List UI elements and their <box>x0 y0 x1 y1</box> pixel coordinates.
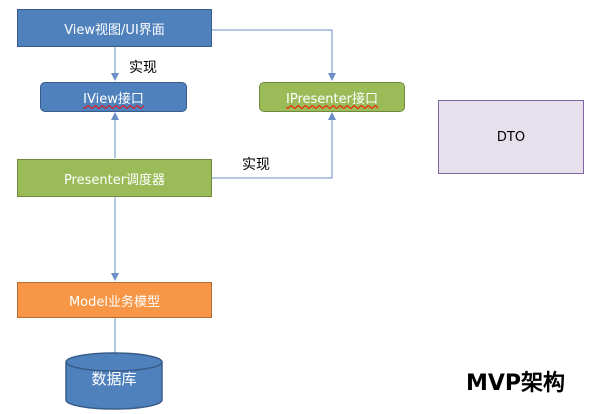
view-node: View视图/UI界面 <box>17 9 212 47</box>
iview-node-label: IView接口 <box>83 91 144 107</box>
ipresenter-node-label: IPresenter接口 <box>286 91 378 107</box>
dto-node-label: DTO <box>496 129 526 145</box>
iview-node: IView接口 <box>40 82 187 112</box>
model-node: Model业务模型 <box>17 282 212 318</box>
implements-label-1: 实现 <box>129 60 157 76</box>
view-node-label: View视图/UI界面 <box>64 22 165 38</box>
connector-view-ipresenter <box>212 29 336 81</box>
database-cylinder-top <box>65 352 163 372</box>
model-node-label: Model业务模型 <box>68 294 161 310</box>
diagram-title: MVP架构 <box>466 371 566 396</box>
presenter-node: Presenter调度器 <box>17 159 212 197</box>
implements-label-2: 实现 <box>242 157 270 173</box>
dto-node: DTO <box>438 100 584 174</box>
database-node-label: 数据库 <box>91 370 137 388</box>
connector-presenter-ipresenter <box>212 112 336 179</box>
database-cylinder-body <box>65 362 163 410</box>
ipresenter-node: IPresenter接口 <box>259 82 405 112</box>
presenter-node-label: Presenter调度器 <box>63 172 166 188</box>
